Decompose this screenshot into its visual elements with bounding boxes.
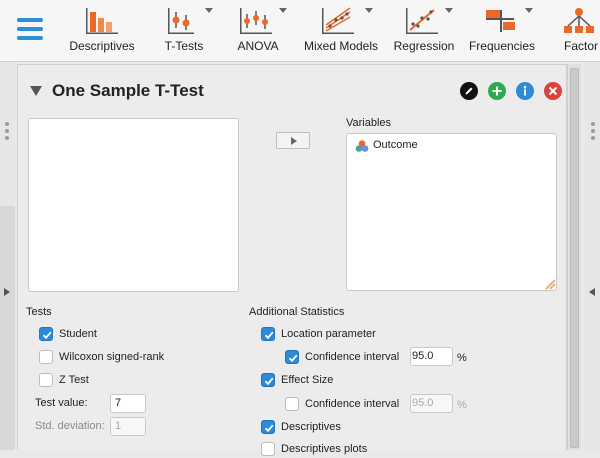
ribbon-factor-button[interactable]: Factor [556, 0, 600, 62]
descriptives-plots-label: Descriptives plots [281, 443, 368, 455]
ribbon-mixed-models-label: Mixed Models [303, 39, 379, 53]
ci-effect-unit: % [457, 399, 467, 411]
location-parameter-label: Location parameter [281, 328, 376, 340]
edit-title-button[interactable] [460, 82, 478, 100]
wilcoxon-checkbox[interactable] [39, 350, 53, 364]
scrollbar-thumb[interactable] [570, 68, 579, 448]
splitter-grip-icon [591, 122, 595, 143]
data-panel-edge [0, 206, 15, 450]
splitter-grip-icon [5, 122, 9, 143]
location-parameter-checkbox[interactable] [261, 327, 275, 341]
mixed-models-icon [322, 7, 354, 34]
t-tests-dropdown-icon [205, 8, 213, 13]
frequencies-dropdown-icon [525, 8, 533, 13]
check-icon [264, 331, 274, 340]
ci-effect-input[interactable]: 95.0 [410, 394, 453, 413]
close-icon [544, 82, 562, 100]
ribbon-t-tests-label: T-Tests [164, 39, 204, 53]
ribbon-descriptives-label: Descriptives [69, 39, 135, 53]
arrow-right-icon [291, 137, 297, 145]
z-test-checkbox[interactable] [39, 373, 53, 387]
tests-heading: Tests [26, 306, 52, 318]
pencil-icon [460, 82, 478, 100]
student-label: Student [59, 328, 97, 340]
anova-dropdown-icon [279, 8, 287, 13]
factor-icon [564, 8, 594, 33]
info-icon [516, 82, 534, 100]
analysis-options-panel: One Sample T-Test Variables [17, 64, 567, 456]
check-icon [42, 331, 52, 340]
move-to-variables-button[interactable] [276, 132, 310, 149]
test-value-input[interactable]: 7 [110, 394, 146, 413]
analysis-title: One Sample T-Test [52, 81, 204, 100]
ribbon-anova-label: ANOVA [237, 39, 279, 53]
data-panel-splitter[interactable] [0, 62, 15, 450]
ribbon-toolbar: Descriptives T-Tests ANOVA [0, 0, 600, 62]
student-checkbox[interactable] [39, 327, 53, 341]
wilcoxon-label: Wilcoxon signed-rank [59, 351, 165, 363]
variables-label: Variables [346, 117, 392, 129]
effect-size-checkbox[interactable] [261, 373, 275, 387]
ribbon-t-tests-button[interactable]: T-Tests [154, 0, 214, 62]
ribbon-regression-label: Regression [393, 39, 455, 53]
regression-dropdown-icon [445, 8, 453, 13]
main-menu-button[interactable] [17, 18, 43, 42]
check-icon [264, 424, 274, 433]
effect-size-label: Effect Size [281, 374, 334, 386]
check-icon [264, 377, 274, 386]
ci-location-unit: % [457, 352, 467, 364]
z-test-label: Z Test [59, 374, 89, 386]
std-deviation-label: Std. deviation: [35, 420, 105, 432]
remove-analysis-button[interactable] [544, 82, 562, 100]
ci-effect-checkbox[interactable] [285, 397, 299, 411]
variable-name: Outcome [373, 139, 418, 151]
info-button[interactable] [516, 82, 534, 100]
ribbon-frequencies-label: Frequencies [468, 39, 536, 53]
descriptives-label: Descriptives [281, 421, 341, 433]
options-scrollbar[interactable] [567, 64, 581, 450]
descriptives-icon [86, 8, 118, 34]
plus-icon [488, 82, 506, 100]
ribbon-frequencies-button[interactable]: Frequencies [466, 0, 538, 62]
mixed-models-dropdown-icon [365, 8, 373, 13]
frequencies-icon [486, 10, 515, 32]
check-icon [288, 354, 298, 363]
variables-target-list[interactable]: Outcome [346, 133, 557, 291]
anova-icon [240, 8, 272, 34]
ci-location-label: Confidence interval [305, 351, 400, 363]
ribbon-mixed-models-button[interactable]: Mixed Models [300, 0, 382, 62]
regression-icon [406, 8, 438, 34]
available-variables-list[interactable] [28, 118, 239, 292]
collapse-right-icon[interactable] [589, 288, 595, 296]
ribbon-factor-label: Factor [564, 39, 599, 53]
ribbon-regression-button[interactable]: Regression [390, 0, 458, 62]
ci-effect-label: Confidence interval [305, 398, 400, 410]
additional-statistics-heading: Additional Statistics [249, 306, 345, 318]
descriptives-plots-checkbox[interactable] [261, 442, 275, 456]
nominal-variable-icon [355, 140, 369, 152]
resize-handle-icon[interactable] [544, 278, 556, 290]
collapse-triangle-icon[interactable] [30, 86, 42, 96]
ribbon-descriptives-button[interactable]: Descriptives [66, 0, 138, 62]
descriptives-checkbox[interactable] [261, 420, 275, 434]
t-tests-icon [168, 8, 194, 34]
duplicate-analysis-button[interactable] [488, 82, 506, 100]
ci-location-checkbox[interactable] [285, 350, 299, 364]
expand-left-icon[interactable] [4, 288, 10, 296]
ribbon-anova-button[interactable]: ANOVA [228, 0, 288, 62]
std-deviation-input[interactable]: 1 [110, 417, 146, 436]
ci-location-input[interactable]: 95.0 [410, 347, 453, 366]
results-panel-splitter[interactable] [585, 62, 600, 450]
test-value-label: Test value: [35, 397, 88, 409]
